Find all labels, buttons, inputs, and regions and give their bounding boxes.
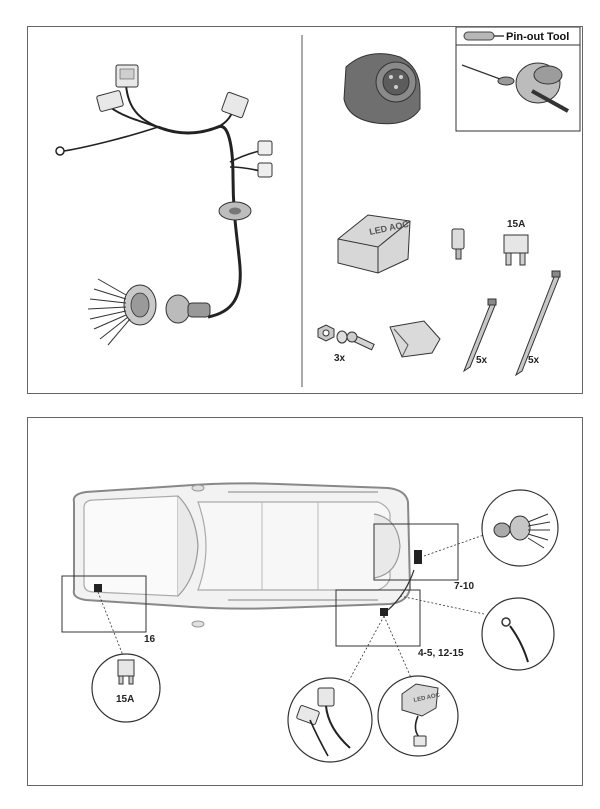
detail-ground-circle — [481, 597, 555, 671]
trailer-socket-illustration — [343, 53, 421, 125]
pinout-tool-icon — [463, 31, 495, 41]
led-module-illustration: LED AOC — [337, 214, 411, 274]
socket-position-marker — [414, 550, 422, 564]
callout-label-rear: 7-10 — [454, 581, 474, 592]
parts-overview-drawing: Pin-out Tool LED AOC 15A — [55, 27, 581, 387]
fuse-detail-label: 15A — [116, 694, 134, 705]
bolts-illustration: 3x — [317, 324, 375, 364]
pinout-tool-box: Pin-out Tool — [455, 27, 581, 132]
installation-drawing: 7-10 16 4-5, 12-15 — [61, 482, 559, 763]
cable-tie-long-qty: 5x — [528, 355, 540, 366]
detail-connectors-circle — [287, 677, 373, 763]
module-detail-text: LED AOC — [413, 692, 441, 704]
callout-label-front: 16 — [144, 634, 156, 645]
car-top-view — [72, 482, 412, 628]
detail-fuse-circle: 15A — [91, 653, 161, 723]
callout-box-front — [61, 575, 147, 633]
cleaning-wipe-illustration — [389, 320, 441, 358]
detail-socket-circle — [481, 489, 559, 567]
pinout-tool-title: Pin-out Tool — [506, 31, 569, 43]
detail-module-circle: LED AOC — [377, 675, 459, 757]
spade-terminal-illustration — [451, 228, 465, 260]
cable-tie-short-illustration: 5x — [462, 298, 497, 373]
fuse-illustration: 15A — [503, 219, 529, 266]
module-position-marker — [380, 608, 388, 616]
installation-overview-panel: 7-10 16 4-5, 12-15 — [27, 417, 583, 786]
parts-overview-panel: Pin-out Tool LED AOC 15A — [27, 26, 583, 394]
cable-tie-long-illustration: 5x — [514, 270, 561, 377]
fuse-label: 15A — [507, 219, 525, 230]
bolts-qty: 3x — [334, 353, 346, 364]
fuse-position-marker — [94, 584, 102, 592]
wiring-harness-illustration — [55, 64, 273, 346]
callout-label-cable: 4-5, 12-15 — [418, 648, 464, 659]
callout-box-rear — [373, 523, 459, 581]
callout-box-cable — [335, 589, 421, 647]
cable-tie-short-qty: 5x — [476, 355, 488, 366]
